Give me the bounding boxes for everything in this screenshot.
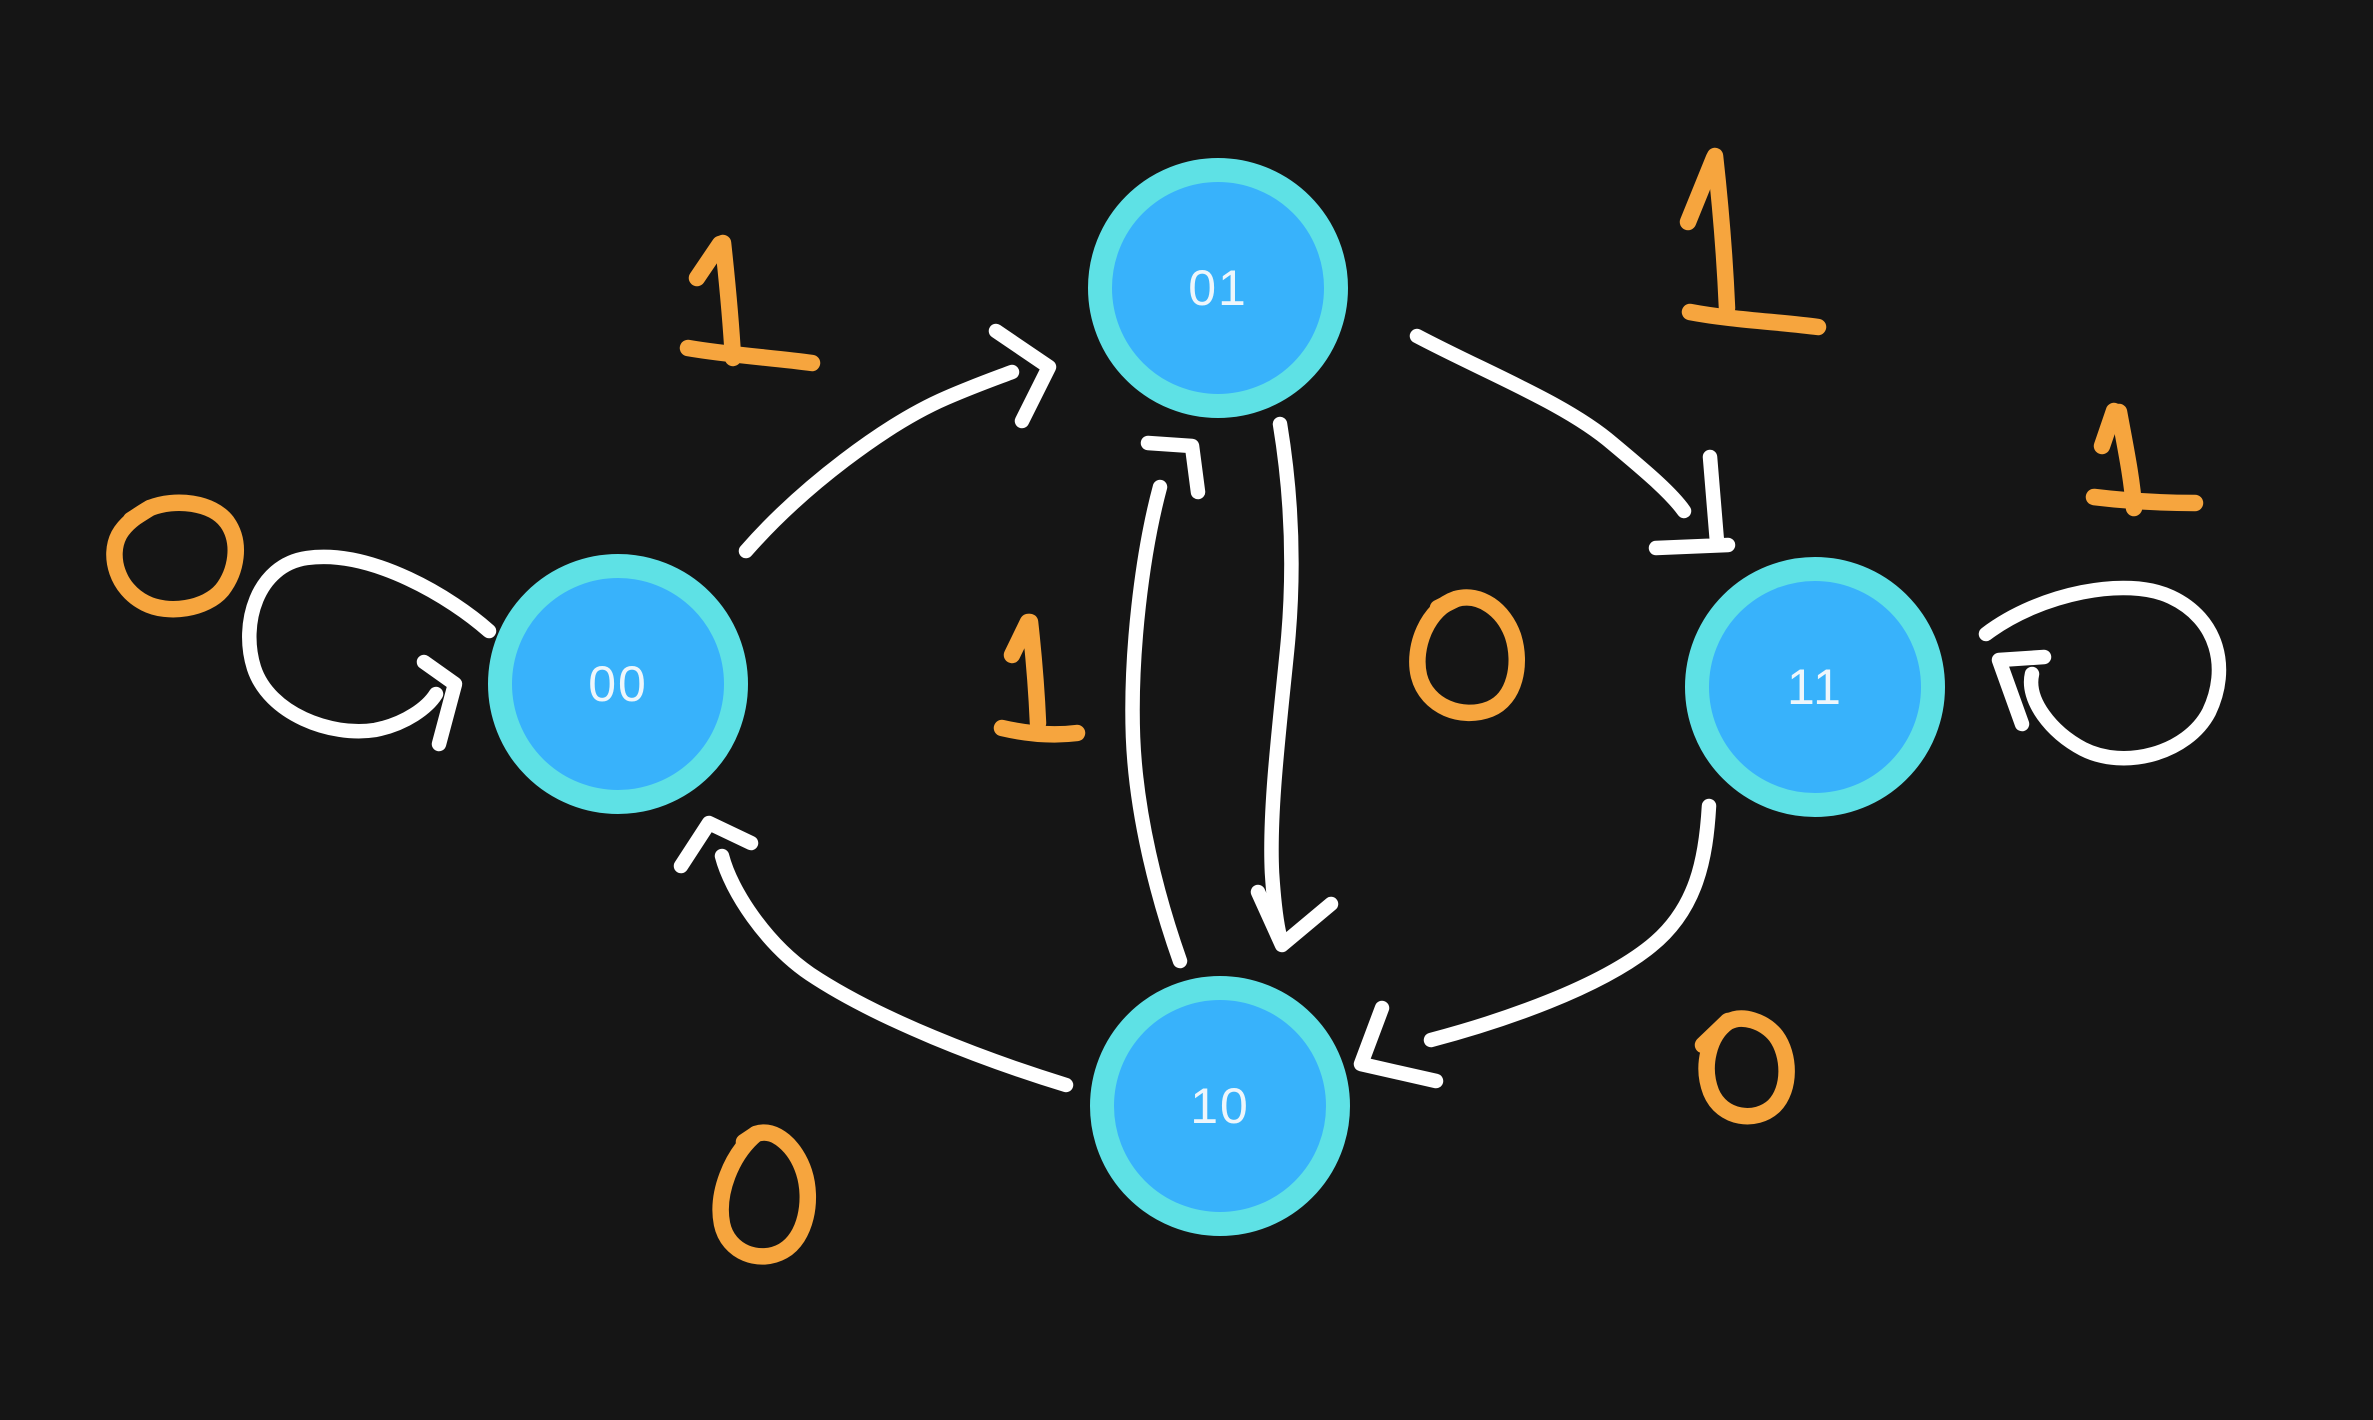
transition-arrow-11-to-11[interactable] [1978,580,2227,766]
state-label: 00 [588,656,648,712]
state-node-10[interactable]: 10 [1090,976,1350,1236]
arrowhead-icon [1648,449,1736,556]
arrow-body [1423,798,1717,1048]
arrows-layer [242,323,2227,1093]
arrow-body [1978,580,2227,766]
handwritten-digit-1 [993,719,1086,743]
state-circle [1090,976,1350,1236]
handwritten-digit-0 [712,1124,817,1265]
transition-input-label-00-to-01[interactable] [679,234,821,372]
arrowhead-icon [1140,435,1206,500]
arrowhead-icon [673,815,759,874]
transition-arrow-01-to-10[interactable] [1250,416,1339,953]
arrowhead-icon [1991,649,2052,732]
handwritten-digit-1 [1706,147,1736,317]
transition-arrow-10-to-01[interactable] [1125,435,1206,969]
state-label: 11 [1787,659,1843,715]
arrowhead-icon [988,323,1057,429]
transition-input-label-11-to-10[interactable] [1694,1010,1795,1125]
state-circle [488,554,748,814]
handwritten-digit-1 [714,234,742,367]
state-label: 10 [1190,1078,1250,1134]
handwritten-digit-0 [1409,589,1525,722]
transition-arrow-00-to-00[interactable] [242,549,497,752]
state-node-01[interactable]: 01 [1088,158,1348,418]
input-labels-layer [106,147,2204,1265]
state-circle [1685,557,1945,817]
transition-input-label-01-to-10[interactable] [1409,589,1525,722]
state-label: 01 [1188,260,1248,316]
transition-arrow-10-to-00[interactable] [673,815,1074,1093]
transition-input-label-01-to-11[interactable] [1679,147,1827,336]
arrowhead-icon [1353,1000,1444,1089]
transition-input-label-11-to-11[interactable] [2085,402,2204,517]
handwritten-digit-0 [1698,1010,1795,1125]
transition-arrow-11-to-10[interactable] [1353,798,1717,1089]
handwritten-digit-1 [2085,488,2204,512]
handwritten-digit-1 [679,339,821,372]
transition-arrow-01-to-11[interactable] [1409,328,1736,556]
arrowhead-icon [416,654,463,752]
transition-input-label-10-to-01[interactable] [993,613,1086,743]
states-layer: 00 01 11 10 [488,158,1945,1236]
state-circle [1088,158,1348,418]
arrow-body [242,549,497,739]
arrow-body [1264,416,1299,949]
arrow-body [1125,479,1188,969]
handwritten-digit-1 [1681,303,1827,336]
transition-input-label-00-to-00[interactable] [106,494,244,618]
arrow-body [1409,328,1692,519]
handwritten-digit-1 [1021,613,1047,732]
transition-arrow-00-to-01[interactable] [738,323,1057,559]
arrowhead-icon [1250,884,1339,953]
transition-input-label-10-to-00[interactable] [712,1124,817,1265]
state-node-11[interactable]: 11 [1685,557,1945,817]
arrow-body [738,364,1020,559]
handwritten-digit-0 [106,494,244,618]
arrow-body [714,848,1074,1093]
state-node-00[interactable]: 00 [488,554,748,814]
